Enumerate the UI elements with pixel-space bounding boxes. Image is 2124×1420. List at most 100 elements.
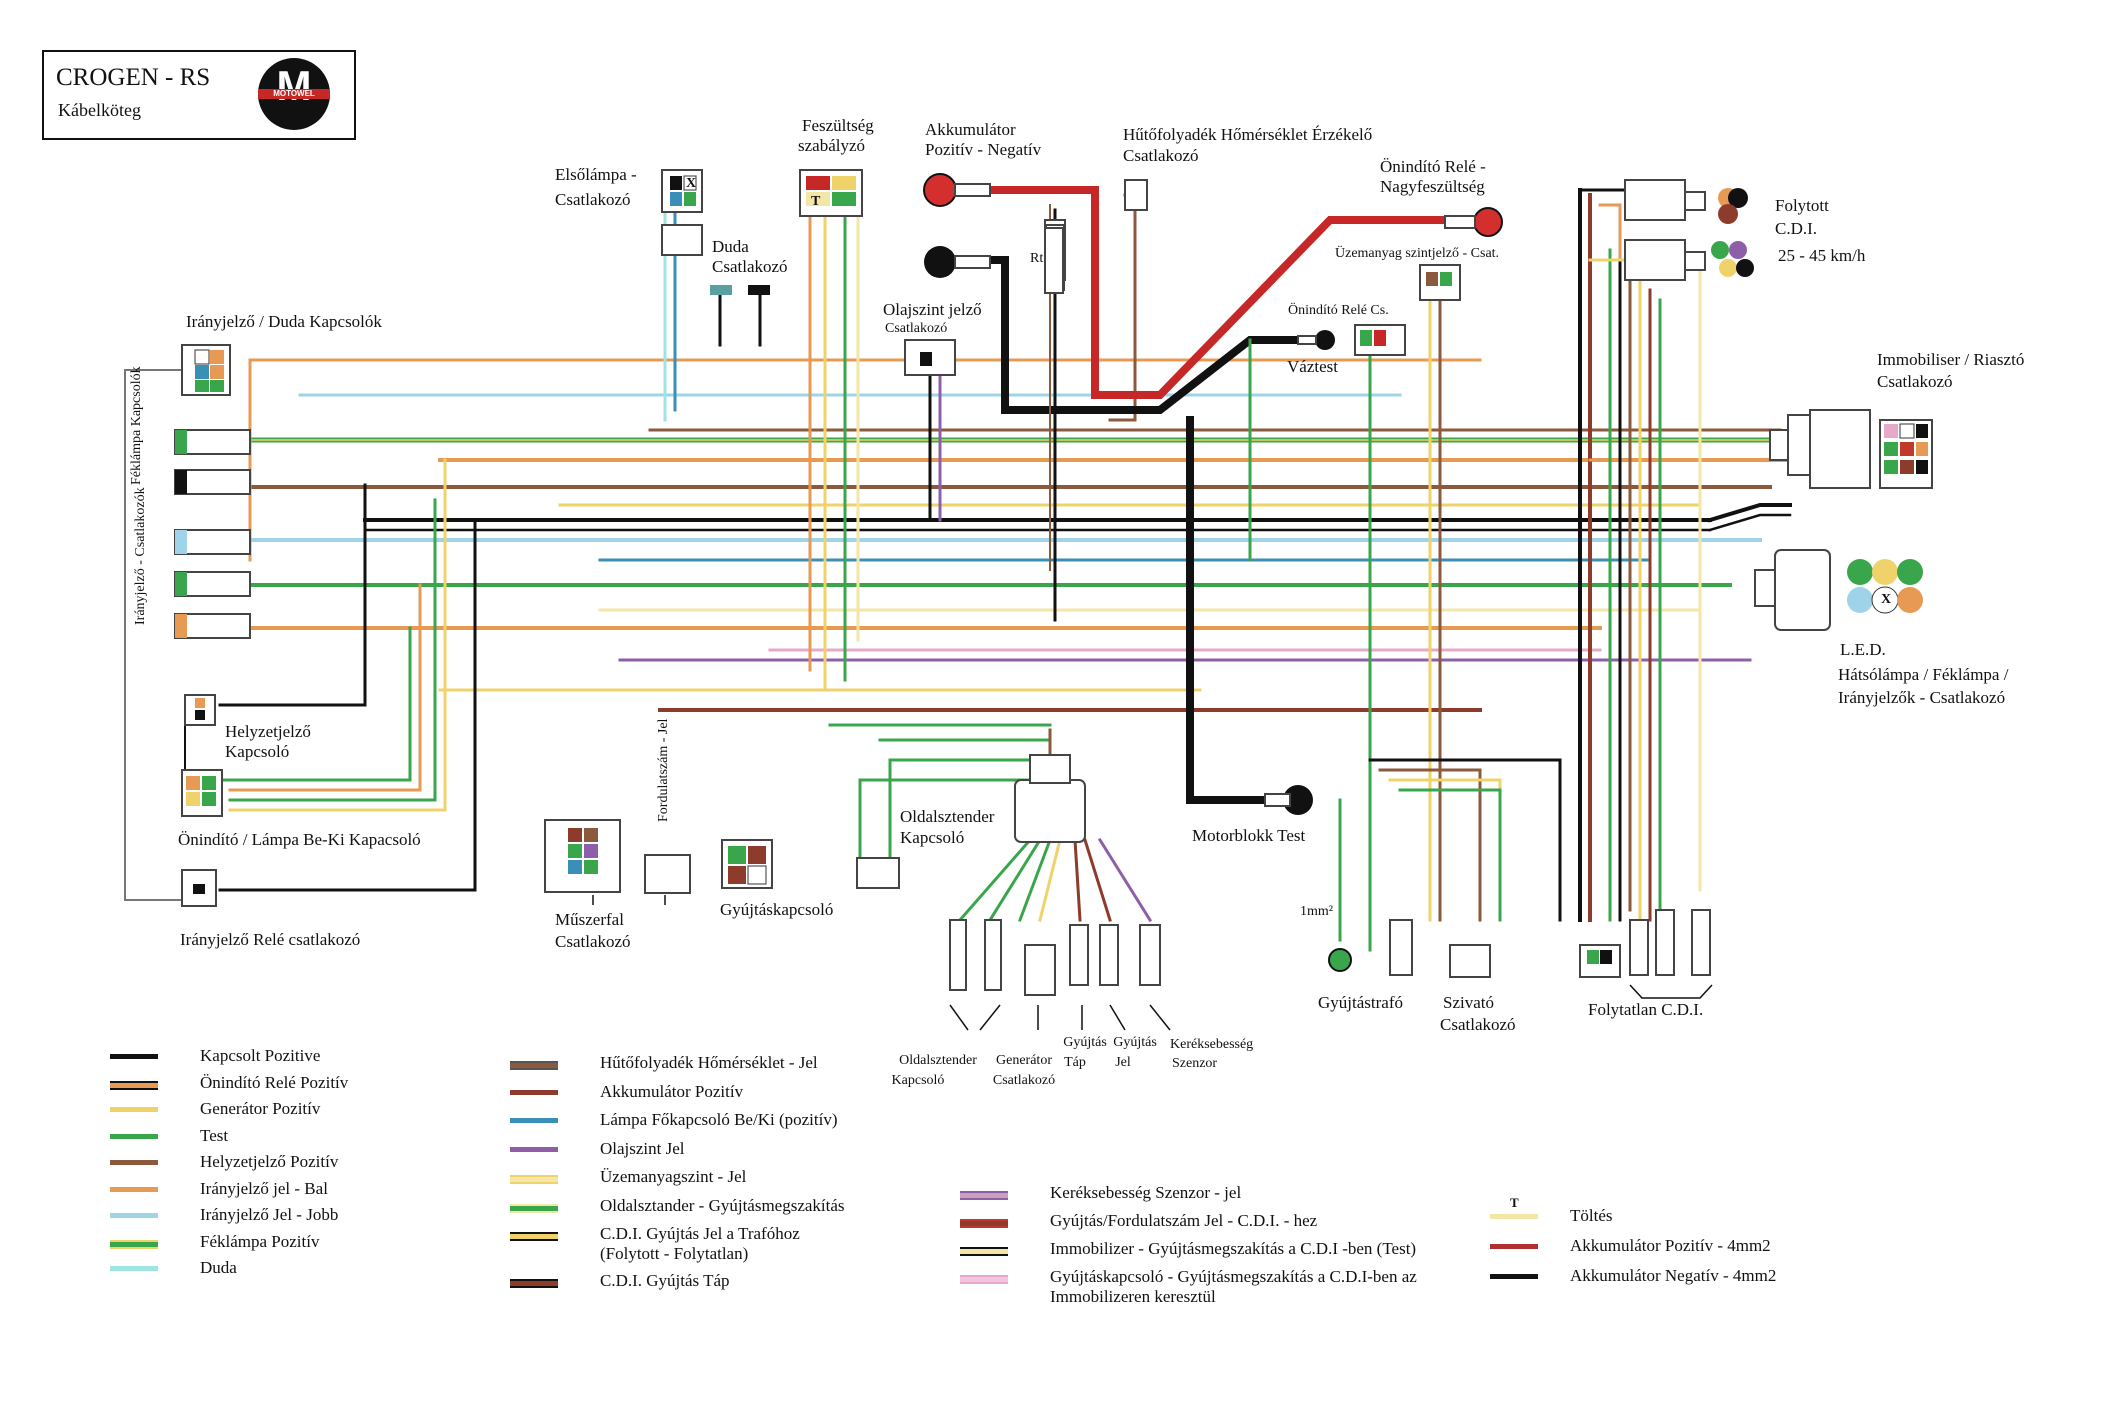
legend-item: Keréksebesség Szenzor - jel xyxy=(960,1182,1560,1204)
label-szivato-2: Csatlakozó xyxy=(1440,1015,1516,1034)
legend-item: Akkumulátor Negatív - 4mm2 xyxy=(1490,1265,2090,1287)
label-folytott-3: 25 - 45 km/h xyxy=(1778,246,1866,265)
label-muszerfal-1: Műszerfal xyxy=(555,910,624,929)
label-muszerfal-2: Csatlakozó xyxy=(555,932,631,951)
legend-label: Töltés xyxy=(1570,1206,1613,1225)
legend-item: Lámpa Főkapcsoló Be/Ki (pozitív) xyxy=(510,1109,1110,1131)
legend-label-continued: (Folytott - Folytatlan) xyxy=(600,1244,749,1263)
label-led-1: L.E.D. xyxy=(1840,640,1886,659)
callout-lines xyxy=(592,895,1713,1031)
motowell-logo: M MOTOWEL xyxy=(258,58,330,130)
legend-item: Féklámpa Pozitív xyxy=(110,1231,710,1253)
connectors xyxy=(174,169,1933,996)
x-mark-led: X xyxy=(1881,592,1892,607)
legend-label: Gyújtáskapcsoló - Gyújtásmegszakítás a C… xyxy=(1050,1267,1417,1286)
legend-item: Gyújtás/Fordulatszám Jel - C.D.I. - hez xyxy=(960,1210,1560,1232)
label-bottom-gyujtas-jel-2: Jel xyxy=(1115,1055,1131,1070)
legend-item: C.D.I. Gyújtás Táp xyxy=(510,1270,1110,1292)
label-fordulatszam: Fordulatszám - Jel xyxy=(656,718,671,822)
legend-label: C.D.I. Gyújtás Jel a Trafóhoz xyxy=(600,1224,800,1243)
legend-label: Féklámpa Pozitív xyxy=(200,1231,320,1251)
legend-label-continued: Immobilizeren keresztül xyxy=(1050,1287,1216,1306)
legend-color-swatch xyxy=(1490,1274,1538,1279)
legend-color-swatch xyxy=(110,1239,158,1249)
logo-band-text: MOTOWEL xyxy=(258,89,330,99)
legend-item: Üzemanyagszint - Jel xyxy=(510,1166,1110,1188)
legend-label: Test xyxy=(200,1125,229,1145)
label-hutofolyadek-2: Csatlakozó xyxy=(1123,146,1199,165)
legend-item: Kapcsolt Pozitive xyxy=(110,1045,710,1067)
legend-label: Olajszint Jel xyxy=(600,1138,685,1158)
legend-color-swatch xyxy=(510,1061,558,1070)
legend-label: Akkumulátor Pozitív xyxy=(600,1081,744,1101)
legend-item: Önindító Relé Pozitív xyxy=(110,1072,710,1094)
logo-letters: M xyxy=(276,62,312,109)
title-box: CROGEN - RS Kábelköteg M MOTOWEL xyxy=(42,50,356,140)
label-bottom-oldalsztender-2: Kapcsoló xyxy=(891,1073,945,1088)
t-mark-regulator: T xyxy=(811,194,821,209)
legend-color-swatch xyxy=(510,1203,558,1213)
label-led-3: Irányjelzők - Csatlakozó xyxy=(1838,688,2006,707)
legend-item: Gyújtáskapcsoló - Gyújtásmegszakítás a C… xyxy=(960,1266,1560,1306)
legend-item: Irányjelző Jel - Jobb xyxy=(110,1204,710,1226)
legend-label: Akkumulátor Negatív - 4mm2 xyxy=(1570,1266,1777,1285)
legend-item: Immobilizer - Gyújtásmegszakítás a C.D.I… xyxy=(960,1238,1560,1260)
legend-label: C.D.I. Gyújtás Táp xyxy=(600,1270,730,1290)
legend-item: Generátor Pozitív xyxy=(110,1098,710,1120)
label-immobiliser-2: Csatlakozó xyxy=(1877,372,1953,391)
legend-color-swatch xyxy=(110,1213,158,1218)
legend-color-swatch xyxy=(510,1089,558,1095)
legend-color-swatch xyxy=(110,1054,158,1059)
label-folytott-2: C.D.I. xyxy=(1775,219,1818,238)
legend-item: Hűtőfolyadék Hőmérséklet - Jel xyxy=(510,1052,1110,1074)
label-bottom-generator-2: Csatlakozó xyxy=(992,1073,1056,1088)
label-bottom-oldalsztender-1: Oldalsztender xyxy=(899,1053,977,1068)
legend-color-swatch xyxy=(510,1146,558,1152)
label-feszultseg-2: szabályzó xyxy=(798,136,866,155)
label-elsolampa-1: Elsőlámpa - xyxy=(555,165,637,184)
legend-color-swatch xyxy=(1490,1244,1538,1249)
label-onindito-rele-2: Nagyfeszültség xyxy=(1380,177,1485,196)
legend-color-swatch xyxy=(110,1186,158,1192)
label-mm: 1mm² xyxy=(1300,904,1333,919)
legend-label: Gyújtás/Fordulatszám Jel - C.D.I. - hez xyxy=(1050,1211,1318,1230)
legend-item: Olajszint Jel xyxy=(510,1138,1110,1160)
label-elsolampa-2: Csatlakozó xyxy=(555,190,631,209)
legend-item: Irányjelző jel - Bal xyxy=(110,1178,710,1200)
x-mark-elsolampa: X xyxy=(686,176,697,191)
legend-label: Lámpa Főkapcsoló Be/Ki (pozitív) xyxy=(600,1110,838,1129)
label-bottom-gyujtas-tap-2: Táp xyxy=(1064,1055,1086,1070)
legend-item: Helyzetjelző Pozitív xyxy=(110,1151,710,1173)
legend-label: Oldalsztander - Gyújtásmegszakítás xyxy=(600,1195,845,1215)
label-rt: Rt xyxy=(1030,251,1044,266)
label-szivato-1: Szivató xyxy=(1443,993,1494,1012)
legend-color-swatch xyxy=(510,1118,558,1123)
label-olajszint-2: Csatlakozó xyxy=(885,321,948,336)
legend-item: Duda xyxy=(110,1257,710,1279)
label-helyzetjelzo-1: Helyzetjelző xyxy=(225,722,311,741)
label-iranyjelzo-csatlakozok: Irányjelző - Csatlakozók xyxy=(133,487,148,625)
label-helyzetjelzo-2: Kapcsoló xyxy=(225,742,290,761)
label-bottom-kerek-1: Keréksebesség xyxy=(1170,1037,1254,1052)
label-folytatlan: Folytatlan C.D.I. xyxy=(1588,1000,1704,1019)
label-folytott-1: Folytott xyxy=(1775,196,1829,215)
legend-color-swatch xyxy=(960,1275,1008,1284)
label-bottom-kerek-2: Szenzor xyxy=(1172,1056,1218,1071)
legend-label: Irányjelző Jel - Jobb xyxy=(200,1205,339,1224)
label-led-2: Hátsólámpa / Féklámpa / xyxy=(1838,665,2009,684)
legend-color-swatch xyxy=(510,1278,558,1288)
legend-label: Irányjelző jel - Bal xyxy=(200,1178,328,1198)
label-akku-1: Akkumulátor xyxy=(925,120,1016,139)
legend-item: Test xyxy=(110,1125,710,1147)
label-gyujtaskapcsolo: Gyújtáskapcsoló xyxy=(720,900,834,919)
label-bottom-generator-1: Generátor xyxy=(996,1053,1052,1068)
label-onindito-lampa: Önindító / Lámpa Be-Ki Kapacsoló xyxy=(178,830,421,849)
label-oldalsztender-2: Kapcsoló xyxy=(900,828,965,847)
title-sub: Kábelköteg xyxy=(58,100,141,120)
legend-label: Üzemanyagszint - Jel xyxy=(600,1167,747,1186)
label-gyujtastrafo: Gyújtástrafó xyxy=(1318,993,1403,1012)
legend-color-swatch xyxy=(960,1247,1008,1256)
legend-item: Oldalsztander - Gyújtásmegszakítás xyxy=(510,1195,1110,1217)
